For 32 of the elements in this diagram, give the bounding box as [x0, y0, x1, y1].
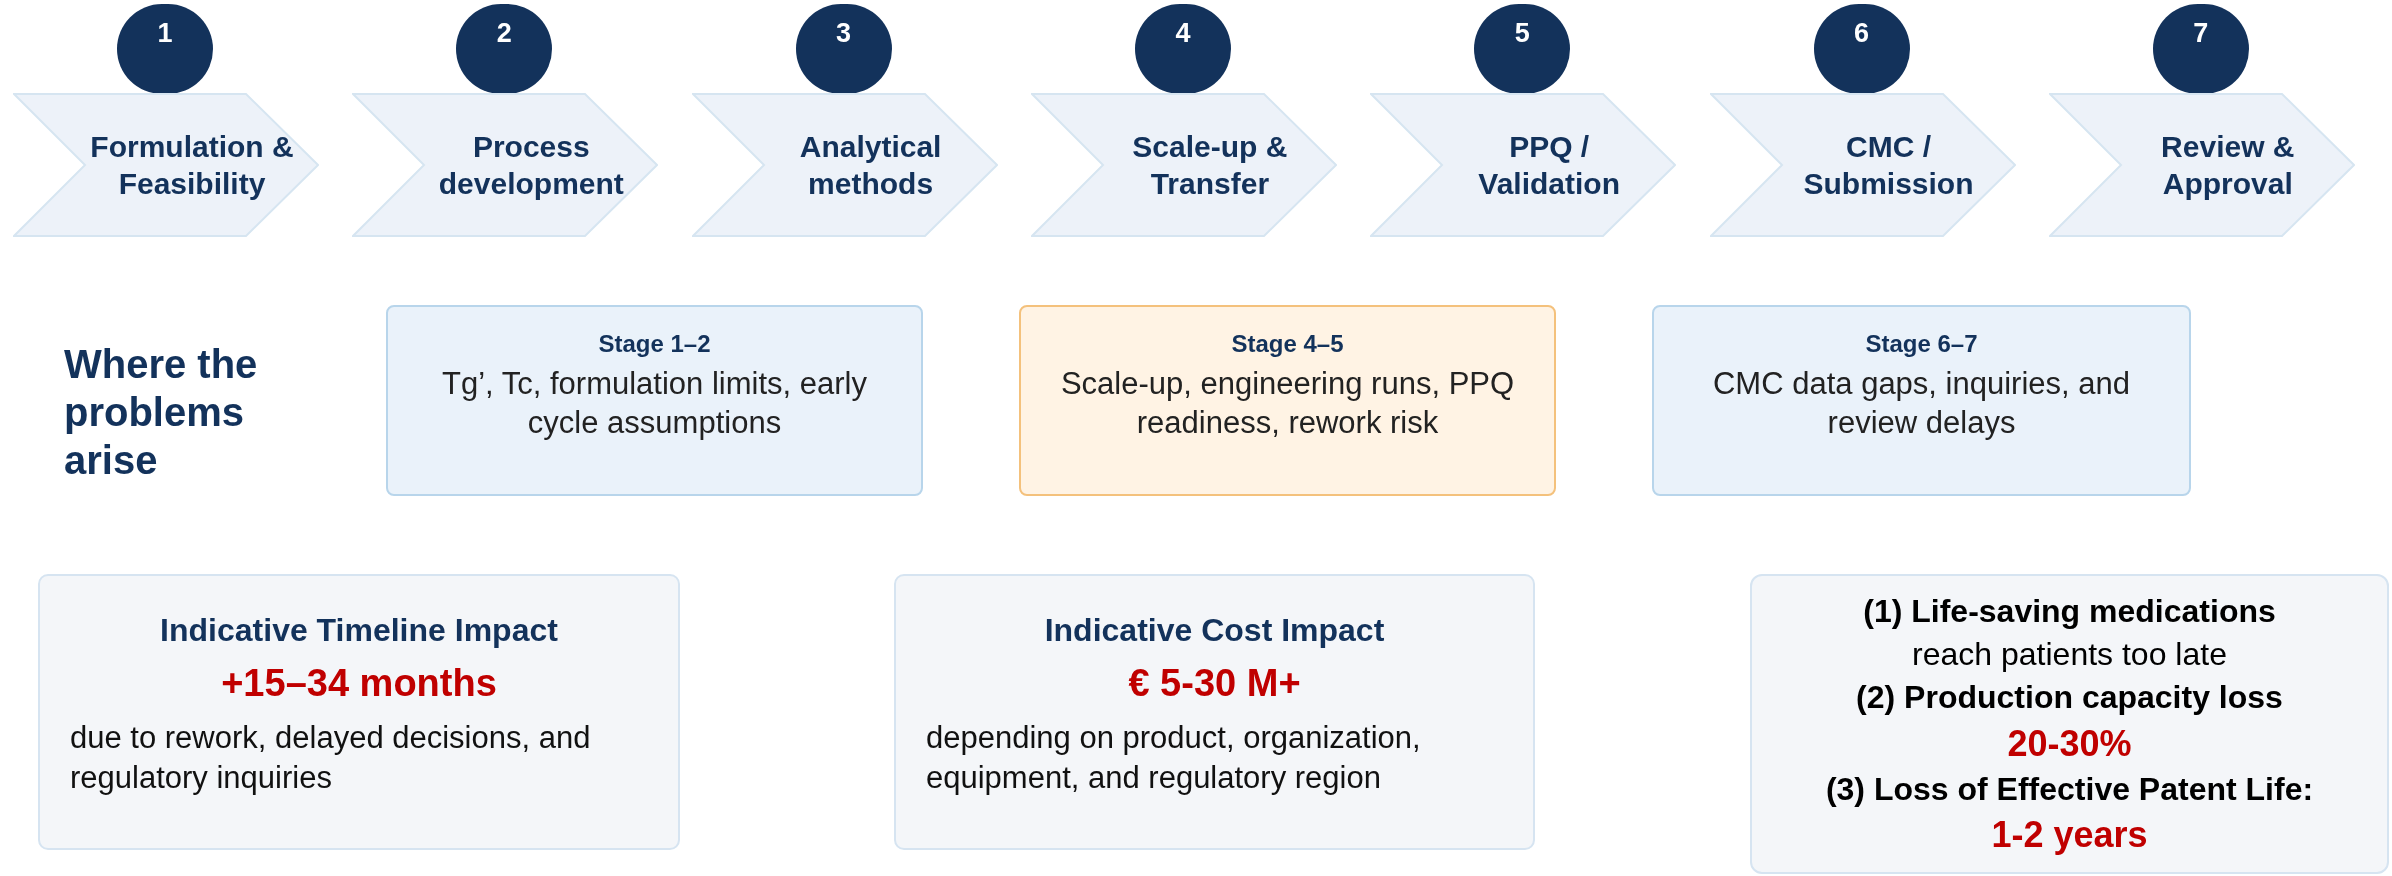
outcome-heading: (2) Production capacity loss — [1856, 678, 2283, 718]
stage-description: Tg’, Tc, formulation limits, early cycle assumptions — [441, 365, 868, 442]
stage-description: CMC data gaps, inquiries, and review delays — [1712, 365, 2131, 442]
outcome-box — [1750, 574, 2389, 874]
impact-heading: Indicative Timeline Impact — [160, 611, 558, 650]
outcome-value: 1-2 years — [1991, 813, 2148, 858]
impact-box — [894, 574, 1535, 850]
stage-heading: Stage 4–5 — [1231, 329, 1344, 359]
impact-box — [38, 574, 680, 850]
stage-box — [386, 305, 923, 496]
step-title: Analytical methods — [798, 128, 943, 202]
stage-box — [1019, 305, 1556, 496]
stage-description: Scale-up, engineering runs, PPQ readiness, rework risk — [1059, 365, 1516, 442]
step-title: Formulation & Feasibility — [89, 128, 295, 202]
step-title: Scale-up & Transfer — [1131, 128, 1289, 202]
impact-description: depending on product, organization, equipment, and regulatory region — [926, 718, 1422, 797]
stage-box — [1652, 305, 2191, 496]
step-title: Process development — [437, 128, 625, 202]
impact-description: due to rework, delayed decisions, and regulatory inquiries — [70, 718, 592, 797]
outcome-text: reach patients too late — [1912, 635, 2227, 675]
impact-value: +15–34 months — [221, 661, 497, 706]
step-title: CMC / Submission — [1802, 128, 1975, 202]
impact-heading: Indicative Cost Impact — [1044, 611, 1385, 650]
outcome-value: 20-30% — [2007, 721, 2132, 766]
stage-heading: Stage 1–2 — [598, 329, 711, 359]
stage-heading: Stage 6–7 — [1865, 329, 1978, 359]
step-title: Review & Approval — [2160, 128, 2296, 202]
outcome-heading: (1) Life-saving medications — [1863, 592, 2276, 631]
outcome-heading: (3) Loss of Effective Patent Life: — [1825, 770, 2314, 810]
step-title: PPQ / Validation — [1477, 128, 1622, 202]
impact-value: € 5-30 M+ — [1128, 661, 1301, 706]
row-heading: Where the problems arise — [64, 341, 259, 484]
